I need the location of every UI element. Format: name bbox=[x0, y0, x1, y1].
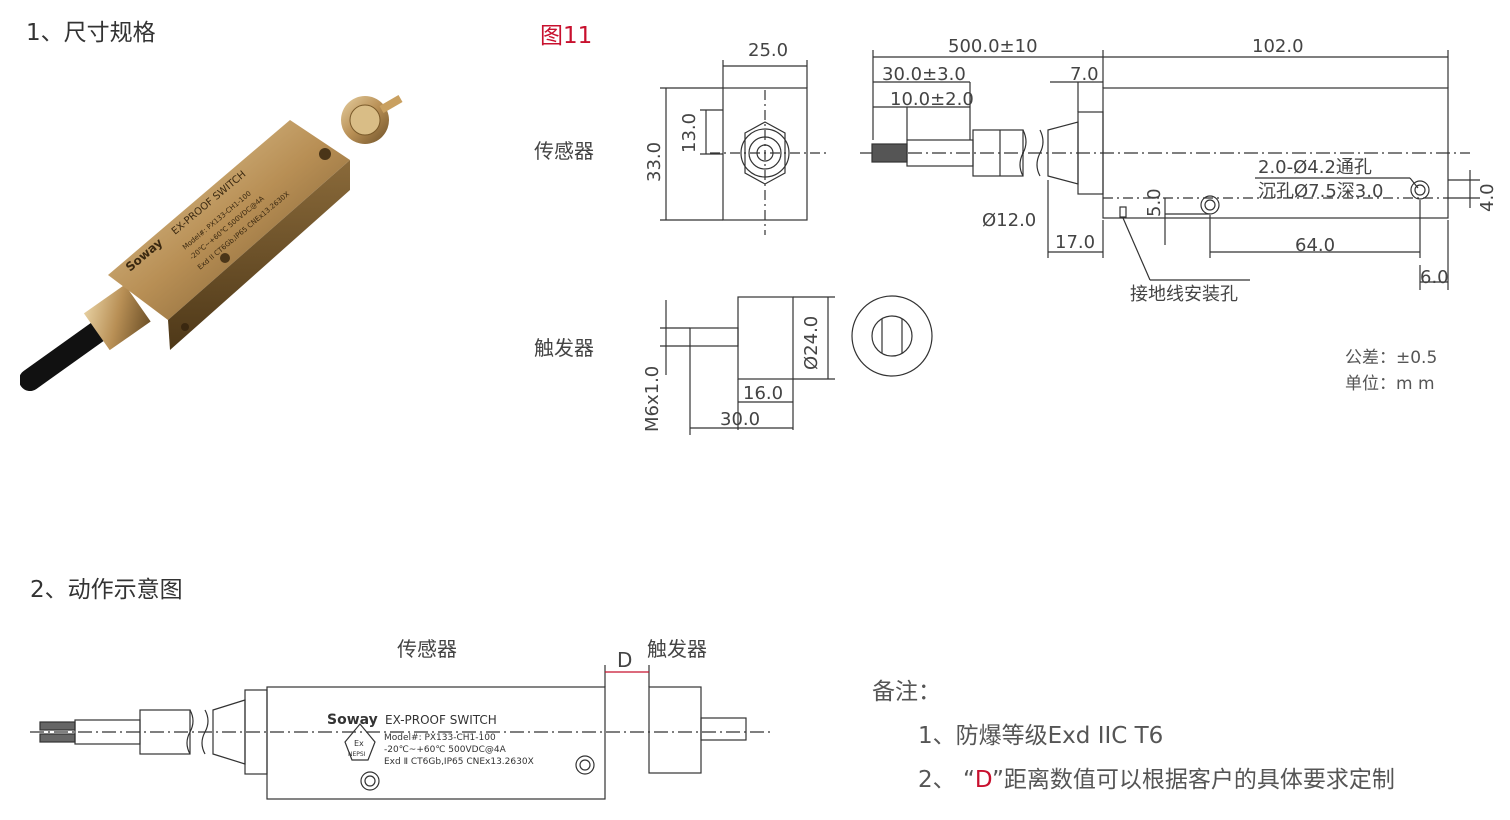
action-diagram: Soway EX-PROOF SWITCH Model#: PX133-CH1-… bbox=[30, 665, 770, 800]
plate-logo-ex: Ex bbox=[354, 739, 364, 748]
figure-label: 图11 bbox=[540, 23, 593, 49]
plate-brand: Soway bbox=[327, 712, 378, 728]
remark-2-prefix: 2、 “ bbox=[918, 767, 975, 793]
dim-5: 5.0 bbox=[1144, 188, 1165, 217]
plate-model: Model#: PX133-CH1-100 bbox=[384, 733, 496, 743]
dim-6: 6.0 bbox=[1420, 267, 1449, 288]
dim-102: 102.0 bbox=[1252, 36, 1304, 57]
product-photo: Soway EX-PROOF SWITCH Model#: PX133-CH1-… bbox=[20, 95, 403, 391]
dim-7: 7.0 bbox=[1070, 64, 1099, 85]
dimension-drawing: 25.0 33.0 13.0 500.0±10 102.0 30.0±3.0 1… bbox=[642, 36, 1498, 435]
plate-product: EX-PROOF SWITCH bbox=[385, 713, 497, 727]
action-sensor-body bbox=[266, 686, 606, 800]
remarks-title: 备注： bbox=[872, 679, 941, 705]
section-1-title: 1、尺寸规格 bbox=[26, 20, 156, 46]
remark-2-d: D bbox=[974, 767, 992, 793]
dim-phi12: Ø12.0 bbox=[982, 210, 1036, 231]
plate-logo-nepsi: NEPSI bbox=[348, 751, 366, 758]
action-trigger-body bbox=[648, 686, 702, 774]
dim-10: 10.0±2.0 bbox=[890, 89, 974, 110]
remark-item-1: 1、防爆等级Exd IIC T6 bbox=[918, 723, 1164, 749]
dim-30-trigger: 30.0 bbox=[720, 409, 760, 430]
hole-spec-1: 2.0-Ø4.2通孔 bbox=[1258, 157, 1372, 178]
dim-30: 30.0±3.0 bbox=[882, 64, 966, 85]
dim-500: 500.0±10 bbox=[948, 36, 1038, 57]
dim-phi24: Ø24.0 bbox=[801, 316, 822, 370]
trigger-side-view bbox=[737, 296, 794, 380]
tolerance-line: 公差：±0.5 bbox=[1345, 348, 1438, 368]
plate-cert: Exd Ⅱ CT6Gb,IP65 CNEx13.2630X bbox=[384, 757, 534, 767]
gap-d-label: D bbox=[617, 648, 633, 672]
action-trigger-label: 触发器 bbox=[647, 637, 707, 661]
hex-nut bbox=[744, 121, 786, 185]
trigger-end-view bbox=[851, 295, 933, 377]
dim-16: 16.0 bbox=[743, 383, 783, 404]
ground-hole-label: 接地线安装孔 bbox=[1130, 284, 1238, 305]
trigger-label: 触发器 bbox=[534, 336, 594, 360]
hole-spec-2: 沉孔Ø7.5深3.0 bbox=[1258, 181, 1383, 202]
section-2-title: 2、动作示意图 bbox=[30, 577, 183, 603]
unit-line: 单位：m m bbox=[1345, 374, 1435, 394]
sensor-label: 传感器 bbox=[534, 139, 594, 163]
cable-gland bbox=[83, 284, 151, 351]
dim-25: 25.0 bbox=[748, 40, 788, 61]
remark-2-suffix: ”距离数值可以根据客户的具体要求定制 bbox=[991, 767, 1395, 793]
cable bbox=[20, 319, 111, 391]
dim-33: 33.0 bbox=[644, 142, 665, 182]
remark-item-2: 2、 “D”距离数值可以根据客户的具体要求定制 bbox=[918, 760, 1395, 794]
action-sensor-label: 传感器 bbox=[397, 637, 457, 661]
sensor-body bbox=[1102, 87, 1449, 219]
switch-body bbox=[108, 120, 350, 320]
dim-13: 13.0 bbox=[679, 113, 700, 153]
dim-4: 4.0 bbox=[1477, 183, 1498, 212]
dim-m6: M6x1.0 bbox=[642, 366, 663, 432]
dim-64: 64.0 bbox=[1295, 235, 1335, 256]
dim-17: 17.0 bbox=[1055, 232, 1095, 253]
plate-spec: -20℃~+60℃ 500VDC@4A bbox=[384, 745, 507, 755]
